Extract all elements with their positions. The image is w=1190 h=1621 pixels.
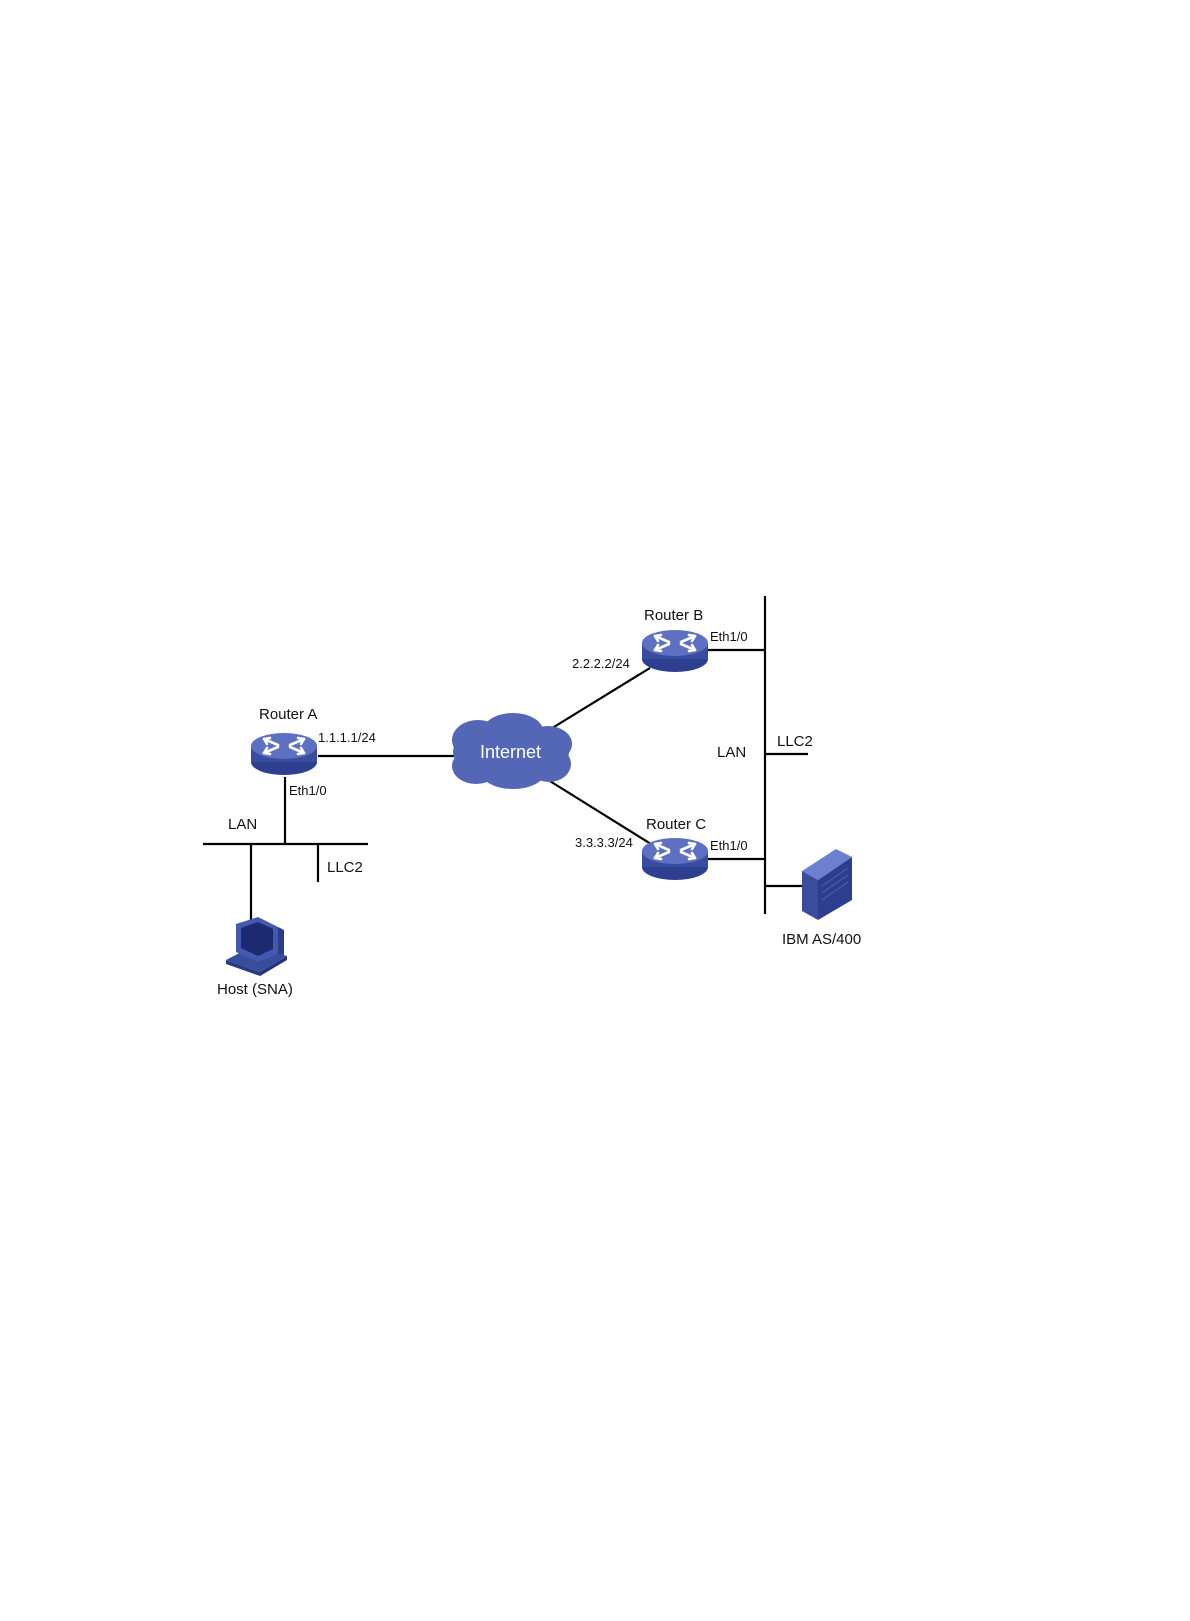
router-c-ip-label: 3.3.3.3/24 [575, 836, 633, 849]
internet-label: Internet [480, 743, 541, 761]
server-tower-icon [802, 849, 852, 920]
left-lan-label: LAN [228, 817, 257, 832]
right-lan-label: LAN [717, 745, 746, 760]
server-label: IBM AS/400 [782, 932, 861, 947]
router-a-interface-label: Eth1/0 [289, 784, 327, 797]
workstation-icon [226, 917, 287, 976]
router-c-label: Router C [646, 817, 706, 832]
router-a-ip-label: 1.1.1.1/24 [318, 731, 376, 744]
router-b-icon [642, 630, 708, 672]
host-label: Host (SNA) [217, 982, 293, 997]
router-a-icon [251, 733, 317, 775]
link-internet-routerB [549, 668, 650, 730]
router-b-label: Router B [644, 608, 703, 623]
router-b-interface-label: Eth1/0 [710, 630, 748, 643]
router-c-icon [642, 838, 708, 880]
left-llc2-label: LLC2 [327, 860, 363, 875]
right-llc2-label: LLC2 [777, 734, 813, 749]
router-a-label: Router A [259, 707, 317, 722]
router-c-interface-label: Eth1/0 [710, 839, 748, 852]
router-b-ip-label: 2.2.2.2/24 [572, 657, 630, 670]
